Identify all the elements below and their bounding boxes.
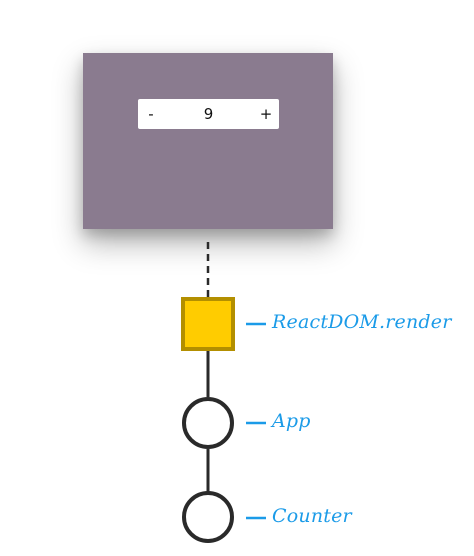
- rendered-app-preview: - 9 +: [83, 53, 333, 229]
- label-app: App: [272, 410, 311, 432]
- counter-widget: - 9 +: [138, 99, 279, 129]
- label-reactdom-render: ReactDOM.render: [272, 311, 452, 333]
- node-reactdom-render: [181, 297, 235, 351]
- node-counter: [182, 491, 234, 543]
- increment-button[interactable]: +: [259, 105, 273, 123]
- label-counter: Counter: [272, 505, 352, 527]
- counter-value: 9: [203, 105, 214, 123]
- node-app: [182, 397, 234, 449]
- decrement-button[interactable]: -: [148, 105, 154, 123]
